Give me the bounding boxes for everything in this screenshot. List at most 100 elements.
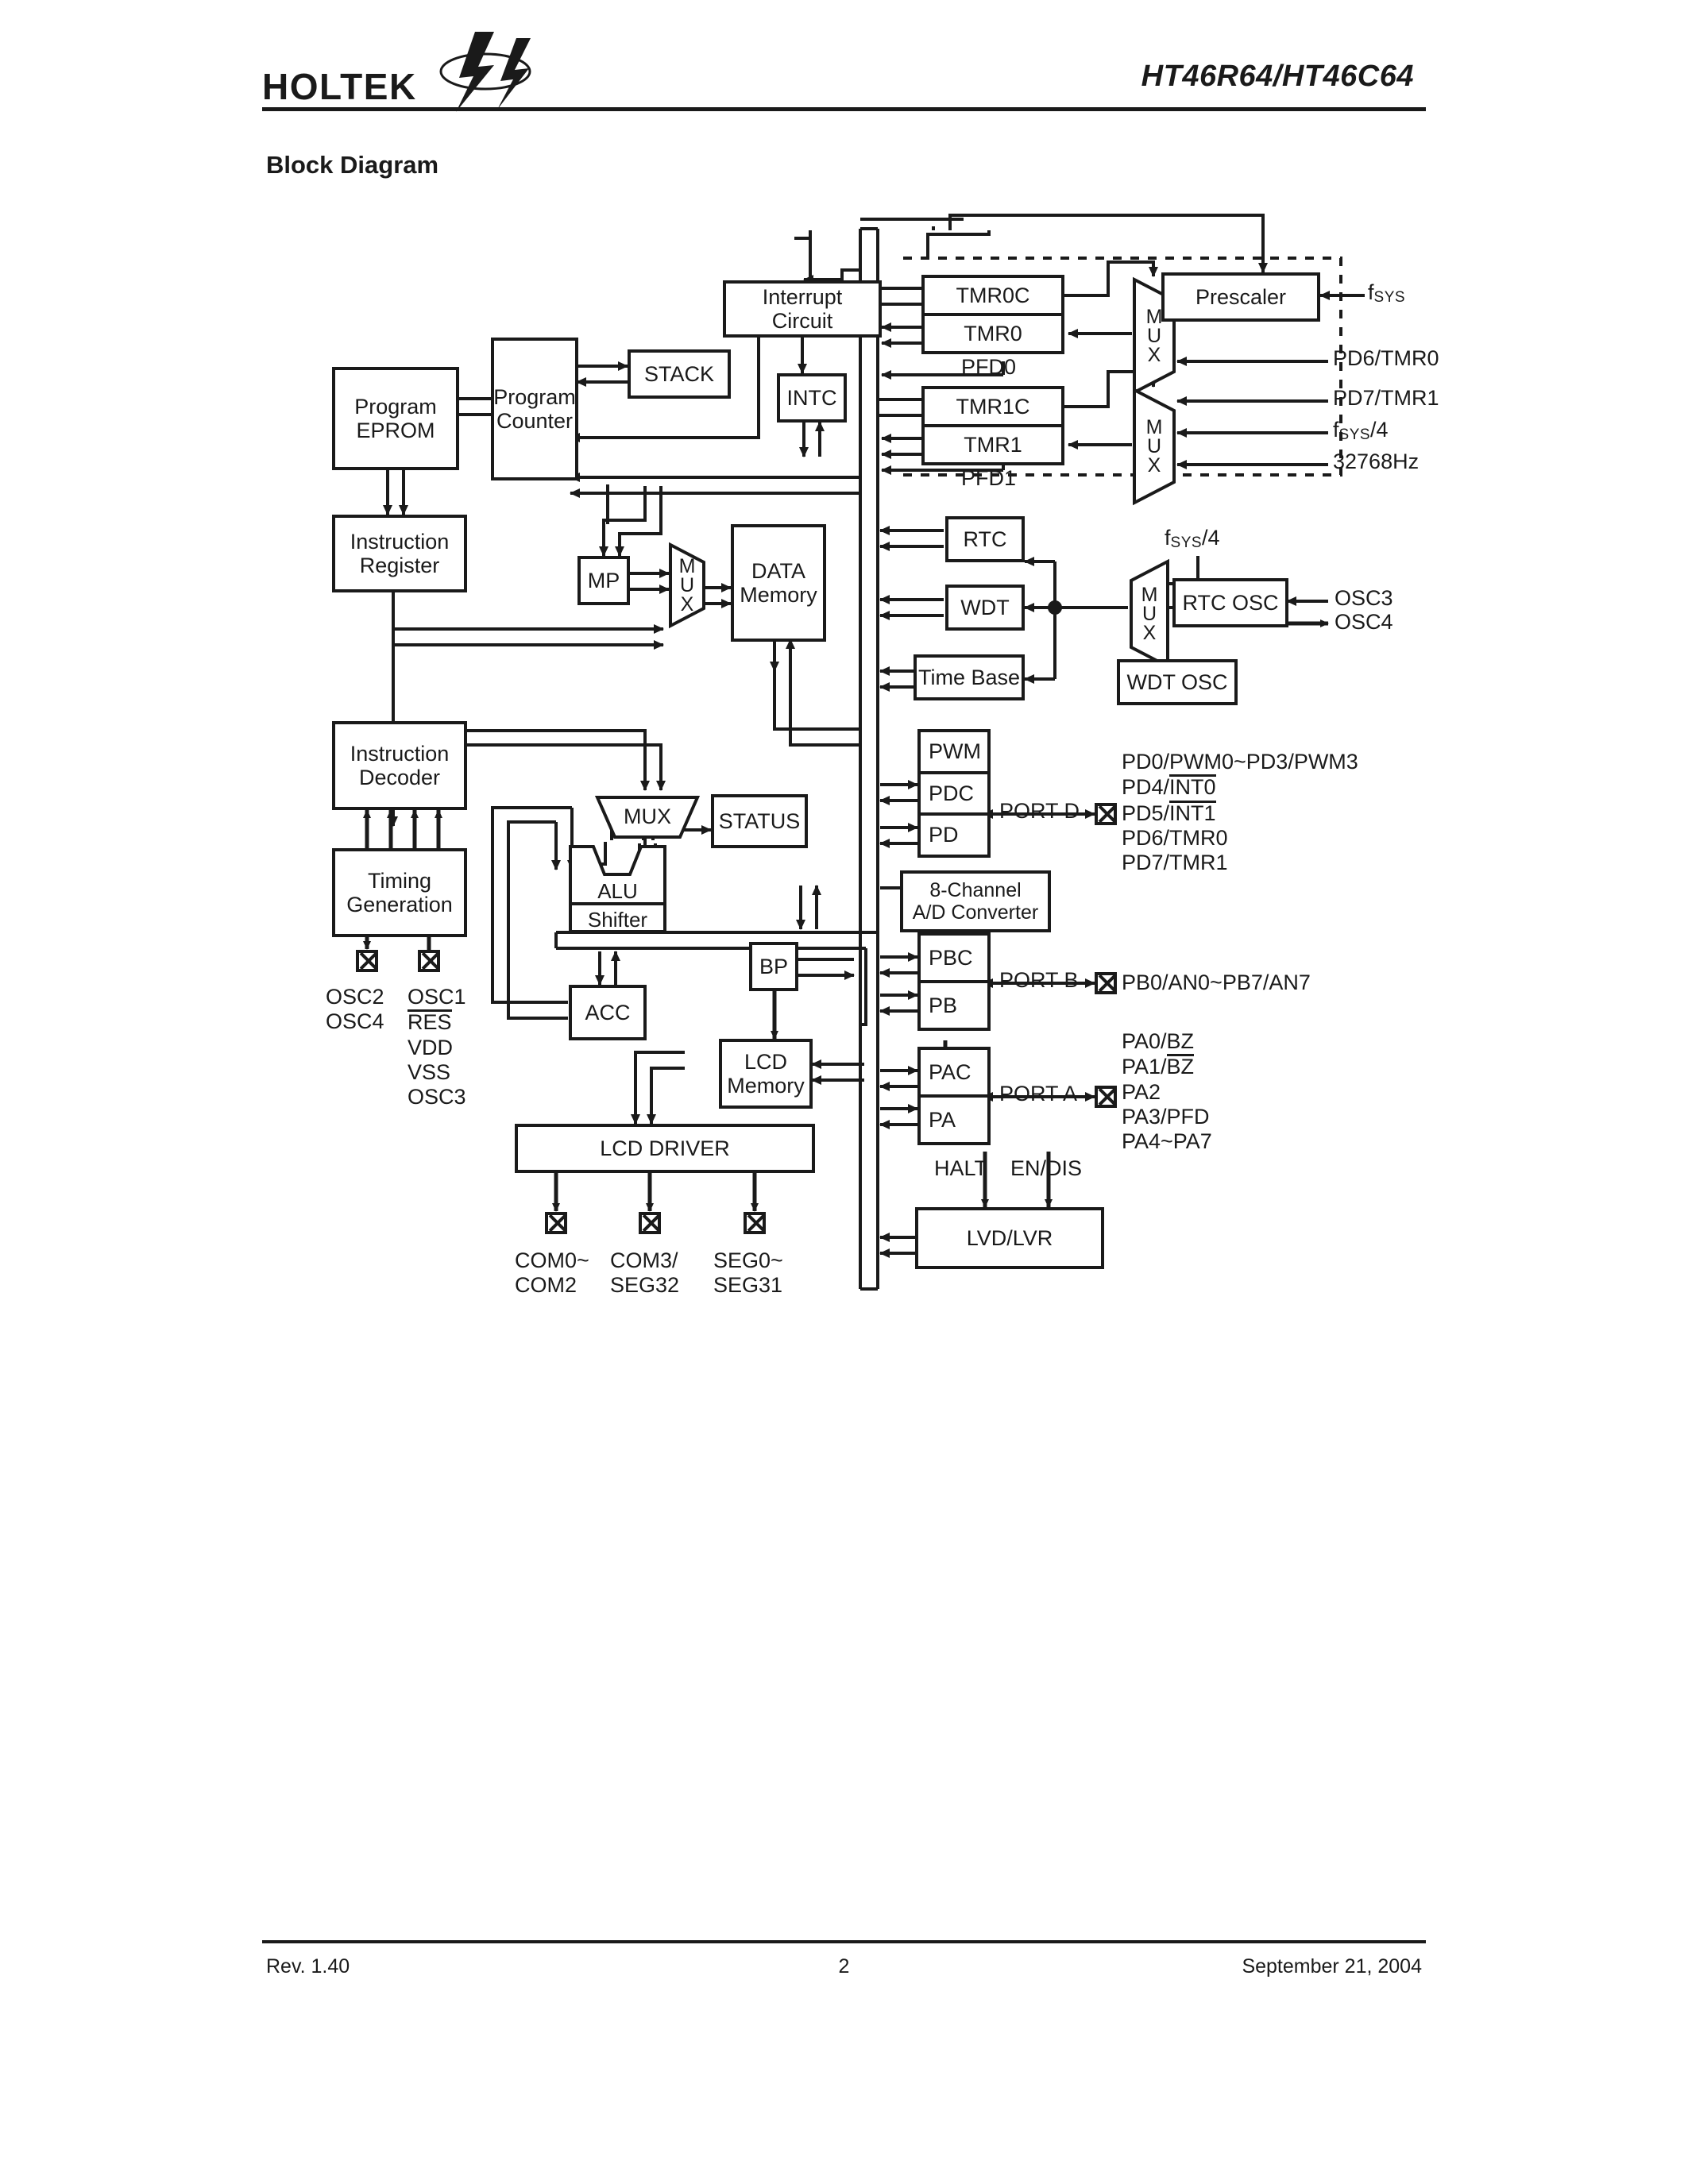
com3-seg32-label: COM3/SEG32 [610, 1248, 680, 1298]
holtek-logo: HOLTEK [262, 24, 548, 112]
port-d-label: PORT D [999, 799, 1080, 823]
pd7-tmr1-label: PD7/TMR1 [1333, 386, 1439, 410]
interrupt-circuit-block: Interrupt Circuit [723, 280, 882, 338]
lvd-lvr-block: LVD/LVR [915, 1207, 1104, 1269]
timing-generation-block: Timing Generation [332, 848, 467, 937]
pd6-tmr0-label: PD6/TMR0 [1333, 346, 1439, 370]
halt-label: HALT [934, 1156, 988, 1180]
32768hz-label: 32768Hz [1333, 450, 1420, 473]
seg0-seg31-pad-icon [744, 1212, 766, 1234]
fsys-div4-label: fSYS/4 [1333, 418, 1389, 443]
osc2-pad-icon [356, 950, 378, 972]
stack-block: STACK [628, 349, 731, 399]
rtc-block: RTC [945, 516, 1025, 562]
pin-label: PA0/BZ [1122, 1029, 1195, 1053]
header-divider [262, 107, 1426, 111]
rtc-osc-block: RTC OSC [1172, 578, 1288, 627]
en-dis-label: EN/DIS [1010, 1156, 1083, 1180]
pfd0-label: PFD0 [961, 355, 1017, 379]
osc1-pad-icon [418, 950, 440, 972]
page-title: HT46R64/HT46C64 [1141, 60, 1414, 93]
pin-label: OSC3 [408, 1085, 466, 1109]
pin-label: PA2 [1122, 1079, 1161, 1104]
port-a-label: PORT A [999, 1082, 1078, 1106]
port-a-pad-icon [1095, 1086, 1117, 1108]
tmr0-cell: TMR0 [964, 321, 1022, 345]
footer-date: September 21, 2004 [1242, 1955, 1422, 1978]
instruction-register-block: Instruction Register [332, 515, 467, 592]
footer-revision: Rev. 1.40 [266, 1955, 350, 1978]
pfd1-label: PFD1 [961, 466, 1017, 490]
seg0-seg31-label: SEG0~SEG31 [713, 1248, 783, 1298]
pa-cell: PA [929, 1107, 956, 1132]
tmr0c-cell: TMR0C [925, 278, 1061, 316]
footer-page-number: 2 [838, 1955, 850, 1978]
time-base-block: Time Base [914, 654, 1025, 700]
port-b-pad-icon [1095, 972, 1117, 994]
pin-label: VDD [408, 1035, 454, 1059]
port-d-registers: PWM PDC PD [917, 729, 991, 858]
wdt-block: WDT [945, 585, 1025, 631]
pin-label: PA4~PA7 [1122, 1129, 1212, 1154]
program-counter-block: Program Counter [491, 338, 578, 480]
pin-label: OSC4 [326, 1009, 384, 1034]
timer1-registers: TMR1C TMR1 [921, 386, 1064, 465]
wdt-osc-block: WDT OSC [1117, 659, 1238, 705]
pin-label: RES [408, 1009, 452, 1035]
port-b-registers: PBC PB [917, 932, 991, 1031]
holtek-lightning-logo-icon [439, 32, 531, 112]
pin-label: OSC2 [326, 985, 384, 1009]
alu-label: ALU [597, 879, 638, 903]
ad-converter-block: 8-Channel A/D Converter [900, 870, 1051, 932]
pin-label: PD4/INT0 [1122, 774, 1216, 800]
logo-wordmark: HOLTEK [262, 66, 417, 107]
pdc-cell: PDC [921, 774, 987, 816]
lcd-driver-block: LCD DRIVER [515, 1124, 815, 1173]
instruction-decoder-block: Instruction Decoder [332, 721, 467, 810]
com0-com2-label: COM0~COM2 [515, 1248, 589, 1298]
timer0-registers: TMR0C TMR0 [921, 275, 1064, 354]
section-heading: Block Diagram [266, 151, 439, 179]
pin-label: PA3/PFD [1122, 1104, 1210, 1129]
pin-label: PB0/AN0~PB7/AN7 [1122, 970, 1311, 994]
acc-block: ACC [569, 985, 647, 1040]
pbc-cell: PBC [921, 936, 987, 983]
intc-block: INTC [777, 373, 847, 423]
port-d-pad-icon [1095, 803, 1117, 825]
pin-label: PA1/BZ [1122, 1054, 1195, 1079]
osc3-label: OSC3 [1335, 586, 1393, 610]
pwm-cell: PWM [921, 732, 987, 774]
alu-input-mux: MUX [594, 794, 701, 840]
fsys-div4-top-label: fSYS/4 [1165, 526, 1220, 551]
port-a-registers: PAC PA [917, 1047, 991, 1145]
port-b-pin-list: PB0/AN0~PB7/AN7 [1122, 970, 1311, 995]
pac-cell: PAC [921, 1050, 987, 1098]
pd-cell: PD [929, 823, 959, 847]
tmr1c-cell: TMR1C [925, 389, 1061, 427]
mp-block: MP [577, 556, 630, 605]
com0-com2-pad-icon [545, 1212, 567, 1234]
bp-block: BP [749, 942, 798, 991]
data-memory-block: DATA Memory [731, 524, 826, 642]
shifter-label: Shifter [587, 908, 648, 932]
pin-label: PD6/TMR0 [1122, 825, 1228, 850]
pin-label: PD5/INT1 [1122, 800, 1216, 825]
pin-label: PD0/PWM0~PD3/PWM3 [1122, 750, 1358, 774]
status-block: STATUS [711, 794, 808, 848]
prescaler-block: Prescaler [1161, 272, 1320, 322]
pin-label: VSS [408, 1059, 451, 1084]
alu-shifter-block: ALU Shifter [568, 844, 667, 933]
fsys-label: fSYS [1368, 280, 1406, 306]
